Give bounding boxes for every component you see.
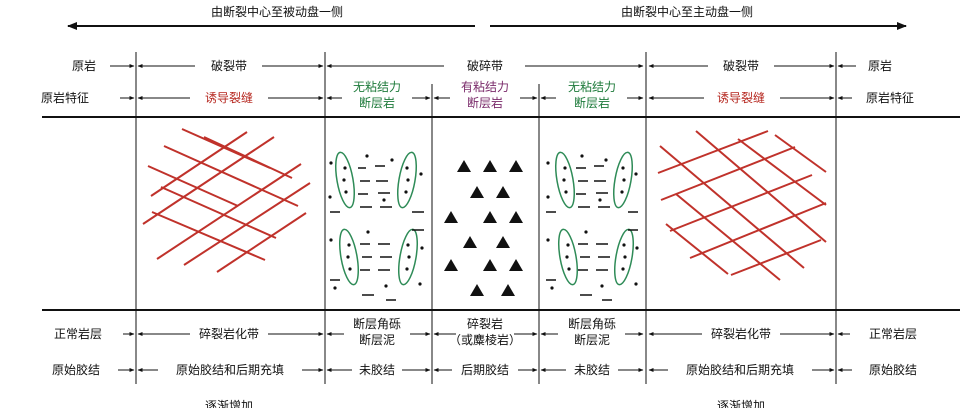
section-band-lines [42,116,960,311]
row2-right-noncohesive-line1: 无粘结力 [568,79,616,94]
row3-left-breccia-line1: 断层角砾 [353,316,401,331]
row1-crush-zone: 破碎带 [467,58,503,73]
row2-right-noncohesive-line2: 断层岩 [574,95,610,110]
row2-cohesive-line2: 断层岩 [467,95,503,110]
row1-left-fracture-zone: 破裂带 [211,58,247,73]
row4-right-host: 原始胶结 [869,362,917,377]
row2-left-noncohesive-line2: 断层岩 [359,95,395,110]
row4-right-fracture-cement: 原始胶结和后期充填 [686,362,794,377]
row3-left-host: 正常岩层 [54,326,102,341]
row4-left-host: 原始胶结 [52,362,100,377]
row4-late-cemented: 后期胶结 [461,362,509,377]
row3-right-breccia-line2: 断层泥 [574,332,610,347]
row5-left-increase: 逐渐增加 [205,399,253,408]
row5-right-increase: 逐渐增加 [717,399,765,408]
left-fault-breccia-pattern [328,151,424,301]
right-induced-fracture-grid [657,130,827,281]
cohesive-fault-rock-pattern [444,160,523,296]
row2-right-host: 原岩特征 [866,90,914,105]
row2-left-host: 原岩特征 [41,90,89,105]
row3-left-breccia-line2: 断层泥 [359,332,395,347]
left-direction-label: 由断裂中心至被动盘一侧 [211,4,343,19]
left-induced-fracture-grid [142,128,311,273]
row4-right-uncemented: 未胶结 [574,362,610,377]
row3-left-cataclasite-zone: 碎裂岩化带 [199,326,259,341]
row1-left-host: 原岩 [72,58,96,73]
row2-left-noncohesive-line1: 无粘结力 [353,79,401,94]
row1-right-fracture-zone: 破裂带 [723,58,759,73]
row2-right-induced-fracture: 诱导裂缝 [717,90,765,105]
row3-right-breccia-line1: 断层角砾 [568,316,616,331]
row3-right-cataclasite-zone: 碎裂岩化带 [711,326,771,341]
row2-cohesive-line1: 有粘结力 [461,79,509,94]
row3-right-host: 正常岩层 [869,326,917,341]
right-fault-breccia-pattern [546,151,639,301]
row3-cataclasite-line1: 碎裂岩 [467,316,503,331]
row4-left-fracture-cement: 原始胶结和后期充填 [176,362,284,377]
row4-left-uncemented: 未胶结 [359,362,395,377]
row2-left-induced-fracture: 诱导裂缝 [205,90,253,105]
right-direction-label: 由断裂中心至主动盘一侧 [621,4,753,19]
zone-boundaries [135,52,837,384]
row1-right-host: 原岩 [868,58,892,73]
row3-cataclasite-line2: （或麋棱岩） [449,332,521,347]
